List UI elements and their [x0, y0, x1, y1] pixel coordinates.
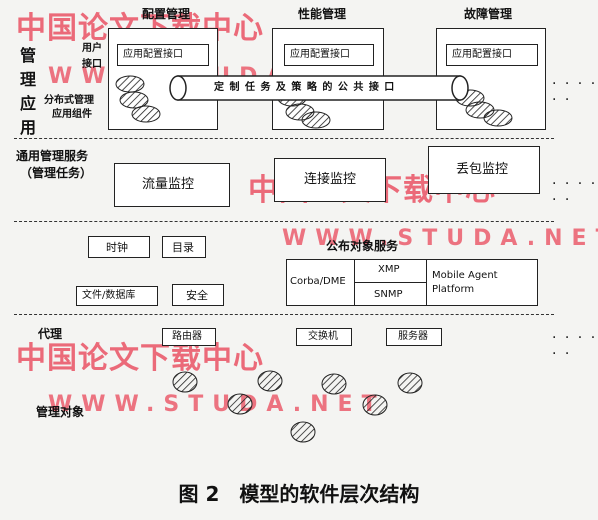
distributed-mgmt-label: 分布式管理 — [44, 95, 94, 106]
security-label: 安全 — [186, 289, 208, 302]
snmp-label: SNMP — [374, 289, 403, 300]
router-box — [162, 328, 216, 346]
clock-box — [88, 236, 150, 258]
watermark-url: WWW.STUDA.NET — [48, 392, 386, 417]
ellipsis-proxy: · · · · · · — [552, 330, 598, 362]
xmp-label: XMP — [378, 264, 400, 275]
config-components — [115, 75, 161, 123]
perf-app-interface-label: 应用配置接口 — [290, 49, 350, 60]
layer-label-proxy: 代理 — [38, 327, 63, 341]
mobile-agent-divider — [426, 259, 427, 306]
fault-mgmt-title: 故障管理 — [464, 7, 513, 21]
layer-divider — [14, 138, 554, 139]
directory-label: 目录 — [172, 241, 194, 254]
router-label: 路由器 — [172, 331, 202, 342]
user-label: 用户 — [82, 43, 102, 54]
connection-monitor-label: 连接监控 — [304, 172, 357, 187]
file-db-box — [76, 286, 158, 306]
switch-label: 交换机 — [308, 331, 338, 342]
server-label: 服务器 — [398, 331, 428, 342]
security-box — [172, 284, 224, 306]
file-db-label: 文件/数据库 — [82, 290, 136, 301]
layer-label-mgmt-app: 管理应用 — [20, 46, 37, 137]
interface-label: 接口 — [82, 59, 102, 70]
mobile-agent-label: Mobile Agent — [432, 270, 498, 281]
packet-loss-monitor-box — [428, 146, 540, 194]
traffic-monitor-label: 流量监控 — [142, 177, 195, 192]
watermark-text: 中国论文下载中心 — [16, 341, 264, 376]
config-app-interface — [117, 44, 209, 66]
config-app-interface-label: 应用配置接口 — [123, 49, 183, 60]
common-interface-label: 定 制 任 务 及 策 略 的 公 共 接 口 — [214, 82, 396, 93]
config-mgmt-title: 配置管理 — [142, 7, 191, 21]
common-interface-band — [169, 75, 469, 101]
xmp-snmp-divider — [354, 282, 426, 283]
fault-app-interface — [446, 44, 538, 66]
fault-components — [455, 89, 513, 127]
clock-label: 时钟 — [106, 241, 128, 254]
app-component-label: 应用组件 — [52, 109, 92, 120]
perf-mgmt-title: 性能管理 — [298, 7, 347, 21]
ellipsis-mgmt-app: · · · · · · — [552, 76, 598, 108]
layer-divider — [14, 221, 554, 222]
switch-box — [296, 328, 352, 346]
ellipsis-tasks: · · · · · · — [552, 176, 598, 208]
managed-object-disks — [172, 370, 423, 443]
public-object-service-label: 公布对象服务 — [326, 239, 399, 253]
fault-app-interface-label: 应用配置接口 — [452, 49, 512, 60]
directory-box — [162, 236, 206, 258]
server-box — [386, 328, 442, 346]
connection-monitor-box — [274, 158, 386, 202]
layer-label-managed-objects: 管理对象 — [36, 405, 85, 419]
layer-divider — [14, 314, 554, 315]
platform-label: Platform — [432, 284, 475, 295]
layer-label-common-services: 通用管理服务 — [16, 149, 89, 163]
perf-app-interface — [284, 44, 374, 66]
traffic-monitor-box — [114, 163, 230, 207]
packet-loss-monitor-label: 丢包监控 — [456, 162, 509, 177]
corba-dme-label: Corba/DME — [290, 276, 346, 287]
watermark-url: WWW.STUDA.NET — [282, 226, 598, 251]
figure-caption: 图 2 模型的软件层次结构 — [178, 482, 420, 506]
layer-label-common-services-sub: （管理任务） — [20, 166, 93, 180]
